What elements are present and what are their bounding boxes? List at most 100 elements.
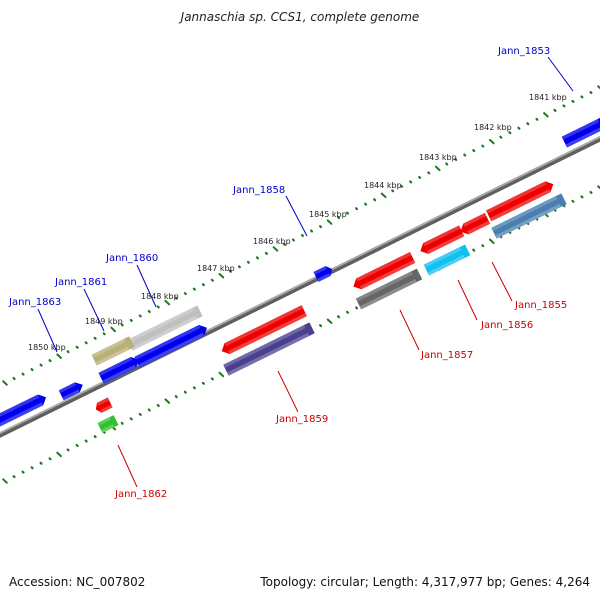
upper-ruler-minor-tick bbox=[66, 350, 70, 354]
feature-body bbox=[423, 244, 471, 276]
upper-ruler-major-tick bbox=[434, 165, 441, 172]
feature-lower-face bbox=[427, 254, 465, 276]
gene-feature[interactable] bbox=[418, 225, 465, 256]
gene-leader-line bbox=[547, 56, 574, 92]
upper-ruler-minor-tick bbox=[174, 296, 178, 300]
lower-ruler-minor-tick bbox=[472, 248, 476, 252]
feature-highlight bbox=[58, 382, 77, 394]
gene-feature-jann-1855[interactable] bbox=[491, 193, 567, 239]
kbp-ruler-label: 1849 kbp bbox=[85, 317, 123, 326]
feature-highlight bbox=[98, 356, 133, 376]
gene-feature-jann-1863[interactable] bbox=[0, 392, 49, 429]
feature-body bbox=[58, 382, 83, 401]
feature-body bbox=[127, 305, 203, 351]
kbp-ruler-label: 1843 kbp bbox=[419, 153, 457, 162]
upper-ruler-minor-tick bbox=[21, 372, 25, 376]
upper-ruler-minor-tick bbox=[138, 314, 142, 318]
lower-ruler-minor-tick bbox=[201, 381, 205, 385]
map-title: Jannaschia sp. CCS1, complete genome bbox=[180, 10, 420, 24]
feature-highlight bbox=[355, 271, 413, 302]
feature-highlight bbox=[223, 325, 306, 368]
lower-ruler-minor-tick bbox=[481, 244, 485, 248]
gene-feature-jann-1860[interactable] bbox=[127, 305, 203, 351]
lower-ruler-major-tick bbox=[597, 185, 600, 190]
upper-ruler-minor-tick bbox=[337, 216, 341, 220]
lower-ruler-minor-tick bbox=[589, 190, 593, 194]
lower-ruler-minor-tick bbox=[210, 377, 214, 381]
kbp-ruler-label: 1850 kbp bbox=[28, 343, 66, 352]
upper-ruler-major-tick bbox=[164, 299, 171, 306]
lower-ruler-minor-tick bbox=[183, 390, 187, 394]
gene-leader-line bbox=[277, 370, 299, 413]
lower-ruler-minor-tick bbox=[138, 412, 142, 416]
upper-ruler-major-tick bbox=[489, 138, 495, 145]
gene-feature[interactable] bbox=[219, 305, 307, 356]
feature-highlight bbox=[96, 397, 110, 406]
lower-ruler-minor-tick bbox=[30, 466, 34, 470]
gene-feature[interactable] bbox=[458, 212, 491, 237]
kbp-ruler-label: 1847 kbp bbox=[197, 264, 235, 273]
gene-feature[interactable] bbox=[93, 397, 113, 415]
gene-label-jann-1858[interactable]: Jann_1858 bbox=[232, 185, 285, 196]
feature-body bbox=[221, 305, 307, 355]
gene-feature-jann-1857[interactable] bbox=[355, 268, 423, 310]
feature-body bbox=[460, 212, 491, 235]
lower-ruler-minor-tick bbox=[48, 457, 52, 461]
upper-ruler-minor-tick bbox=[291, 238, 295, 242]
feature-lower-face bbox=[359, 279, 417, 310]
gene-feature[interactable] bbox=[134, 322, 209, 368]
gene-label-jann-1862[interactable]: Jann_1862 bbox=[114, 489, 167, 500]
gene-label-jann-1853[interactable]: Jann_1853 bbox=[497, 46, 550, 57]
gene-feature-jann-1853[interactable] bbox=[561, 116, 600, 148]
feature-body bbox=[491, 193, 567, 239]
feature-lower-face bbox=[495, 203, 562, 239]
gene-feature[interactable] bbox=[351, 252, 416, 292]
gene-label-jann-1860[interactable]: Jann_1860 bbox=[105, 253, 158, 264]
upper-ruler-minor-tick bbox=[373, 198, 377, 202]
upper-ruler-minor-tick bbox=[580, 95, 584, 99]
gene-feature-jann-1859[interactable] bbox=[223, 322, 315, 376]
upper-ruler-minor-tick bbox=[535, 117, 539, 121]
feature-body bbox=[98, 356, 139, 384]
gene-feature-jann-1856[interactable] bbox=[423, 244, 471, 276]
upper-ruler-minor-tick bbox=[427, 171, 431, 175]
gene-leader-line bbox=[37, 308, 58, 353]
gene-feature-jann-1861[interactable] bbox=[91, 336, 135, 366]
upper-ruler-major-tick bbox=[380, 192, 387, 198]
gene-feature[interactable] bbox=[98, 354, 142, 384]
feature-lower-face bbox=[489, 189, 551, 222]
upper-ruler-minor-tick bbox=[246, 260, 250, 264]
feature-lower-face bbox=[359, 259, 416, 290]
genome-backbone-highlight bbox=[0, 135, 600, 435]
feature-lower-face bbox=[102, 364, 137, 384]
gene-feature-jann-1862[interactable] bbox=[97, 415, 119, 433]
upper-ruler-minor-tick bbox=[129, 318, 133, 322]
gene-label-jann-1859[interactable]: Jann_1859 bbox=[275, 414, 328, 425]
gene-feature[interactable] bbox=[58, 380, 85, 401]
feature-lower-face bbox=[100, 404, 113, 413]
upper-ruler-minor-tick bbox=[445, 162, 449, 166]
feature-lower-face bbox=[95, 346, 130, 366]
upper-ruler-minor-tick bbox=[75, 345, 79, 349]
feature-lower-face bbox=[565, 126, 600, 148]
upper-ruler-minor-tick bbox=[102, 332, 106, 336]
gene-label-jann-1857[interactable]: Jann_1857 bbox=[420, 350, 473, 361]
upper-ruler-minor-tick bbox=[255, 256, 259, 260]
gene-label-jann-1861[interactable]: Jann_1861 bbox=[54, 277, 107, 288]
feature-lower-face bbox=[227, 332, 310, 376]
gene-label-jann-1863[interactable]: Jann_1863 bbox=[8, 297, 61, 308]
gene-feature-jann-1858[interactable] bbox=[313, 264, 334, 282]
feature-highlight bbox=[224, 305, 304, 347]
gene-feature[interactable] bbox=[486, 179, 556, 222]
upper-ruler-minor-tick bbox=[562, 104, 566, 108]
upper-ruler-minor-tick bbox=[391, 189, 395, 193]
feature-highlight bbox=[491, 196, 558, 231]
gene-label-jann-1856[interactable]: Jann_1856 bbox=[480, 320, 533, 331]
gene-leader-line bbox=[457, 279, 478, 321]
upper-ruler-minor-tick bbox=[301, 234, 304, 237]
lower-ruler-major-tick bbox=[56, 451, 62, 458]
lower-ruler-minor-tick bbox=[192, 386, 196, 390]
gene-label-jann-1855[interactable]: Jann_1855 bbox=[514, 300, 567, 311]
lower-ruler-major-tick bbox=[2, 478, 8, 484]
